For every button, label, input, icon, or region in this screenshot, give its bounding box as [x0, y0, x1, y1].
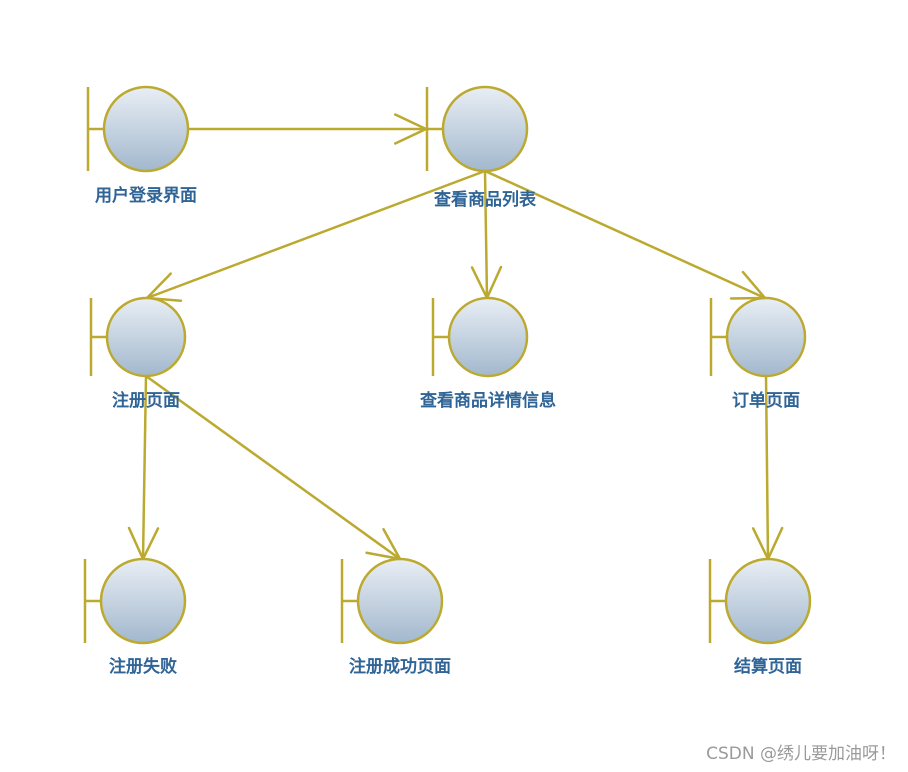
edge-login-to-product-list	[186, 113, 428, 145]
boundary-circle-icon	[99, 557, 187, 645]
boundary-node-order: 订单页面	[709, 296, 807, 411]
boundary-circle-icon	[724, 557, 812, 645]
node-label-product-detail: 查看商品详情信息	[419, 390, 556, 411]
node-label-product-list: 查看商品列表	[433, 189, 537, 210]
node-label-register: 注册页面	[112, 390, 180, 411]
boundary-node-checkout: 结算页面	[708, 557, 812, 677]
boundary-circle-icon	[102, 85, 190, 173]
node-label-login: 用户登录界面	[95, 185, 197, 206]
boundary-node-product-detail: 查看商品详情信息	[419, 296, 556, 411]
boundary-circle-icon	[356, 557, 444, 645]
boundary-circle-icon	[447, 296, 529, 378]
edge-register-to-register-success	[144, 374, 402, 561]
boundary-circle-icon	[105, 296, 187, 378]
node-label-checkout: 结算页面	[734, 656, 802, 677]
boundary-node-register-success: 注册成功页面	[340, 557, 451, 677]
boundary-node-product-list: 查看商品列表	[425, 85, 537, 210]
boundary-circle-icon	[441, 85, 529, 173]
node-label-register-success: 注册成功页面	[349, 656, 451, 677]
boundary-node-register: 注册页面	[89, 296, 187, 411]
node-label-register-fail: 注册失败	[109, 656, 177, 677]
boundary-circle-icon	[725, 296, 807, 378]
node-label-order: 订单页面	[732, 390, 800, 411]
watermark: CSDN @绣儿要加油呀！	[706, 744, 896, 764]
boundary-node-register-fail: 注册失败	[83, 557, 187, 677]
boundary-node-login: 用户登录界面	[86, 85, 197, 206]
